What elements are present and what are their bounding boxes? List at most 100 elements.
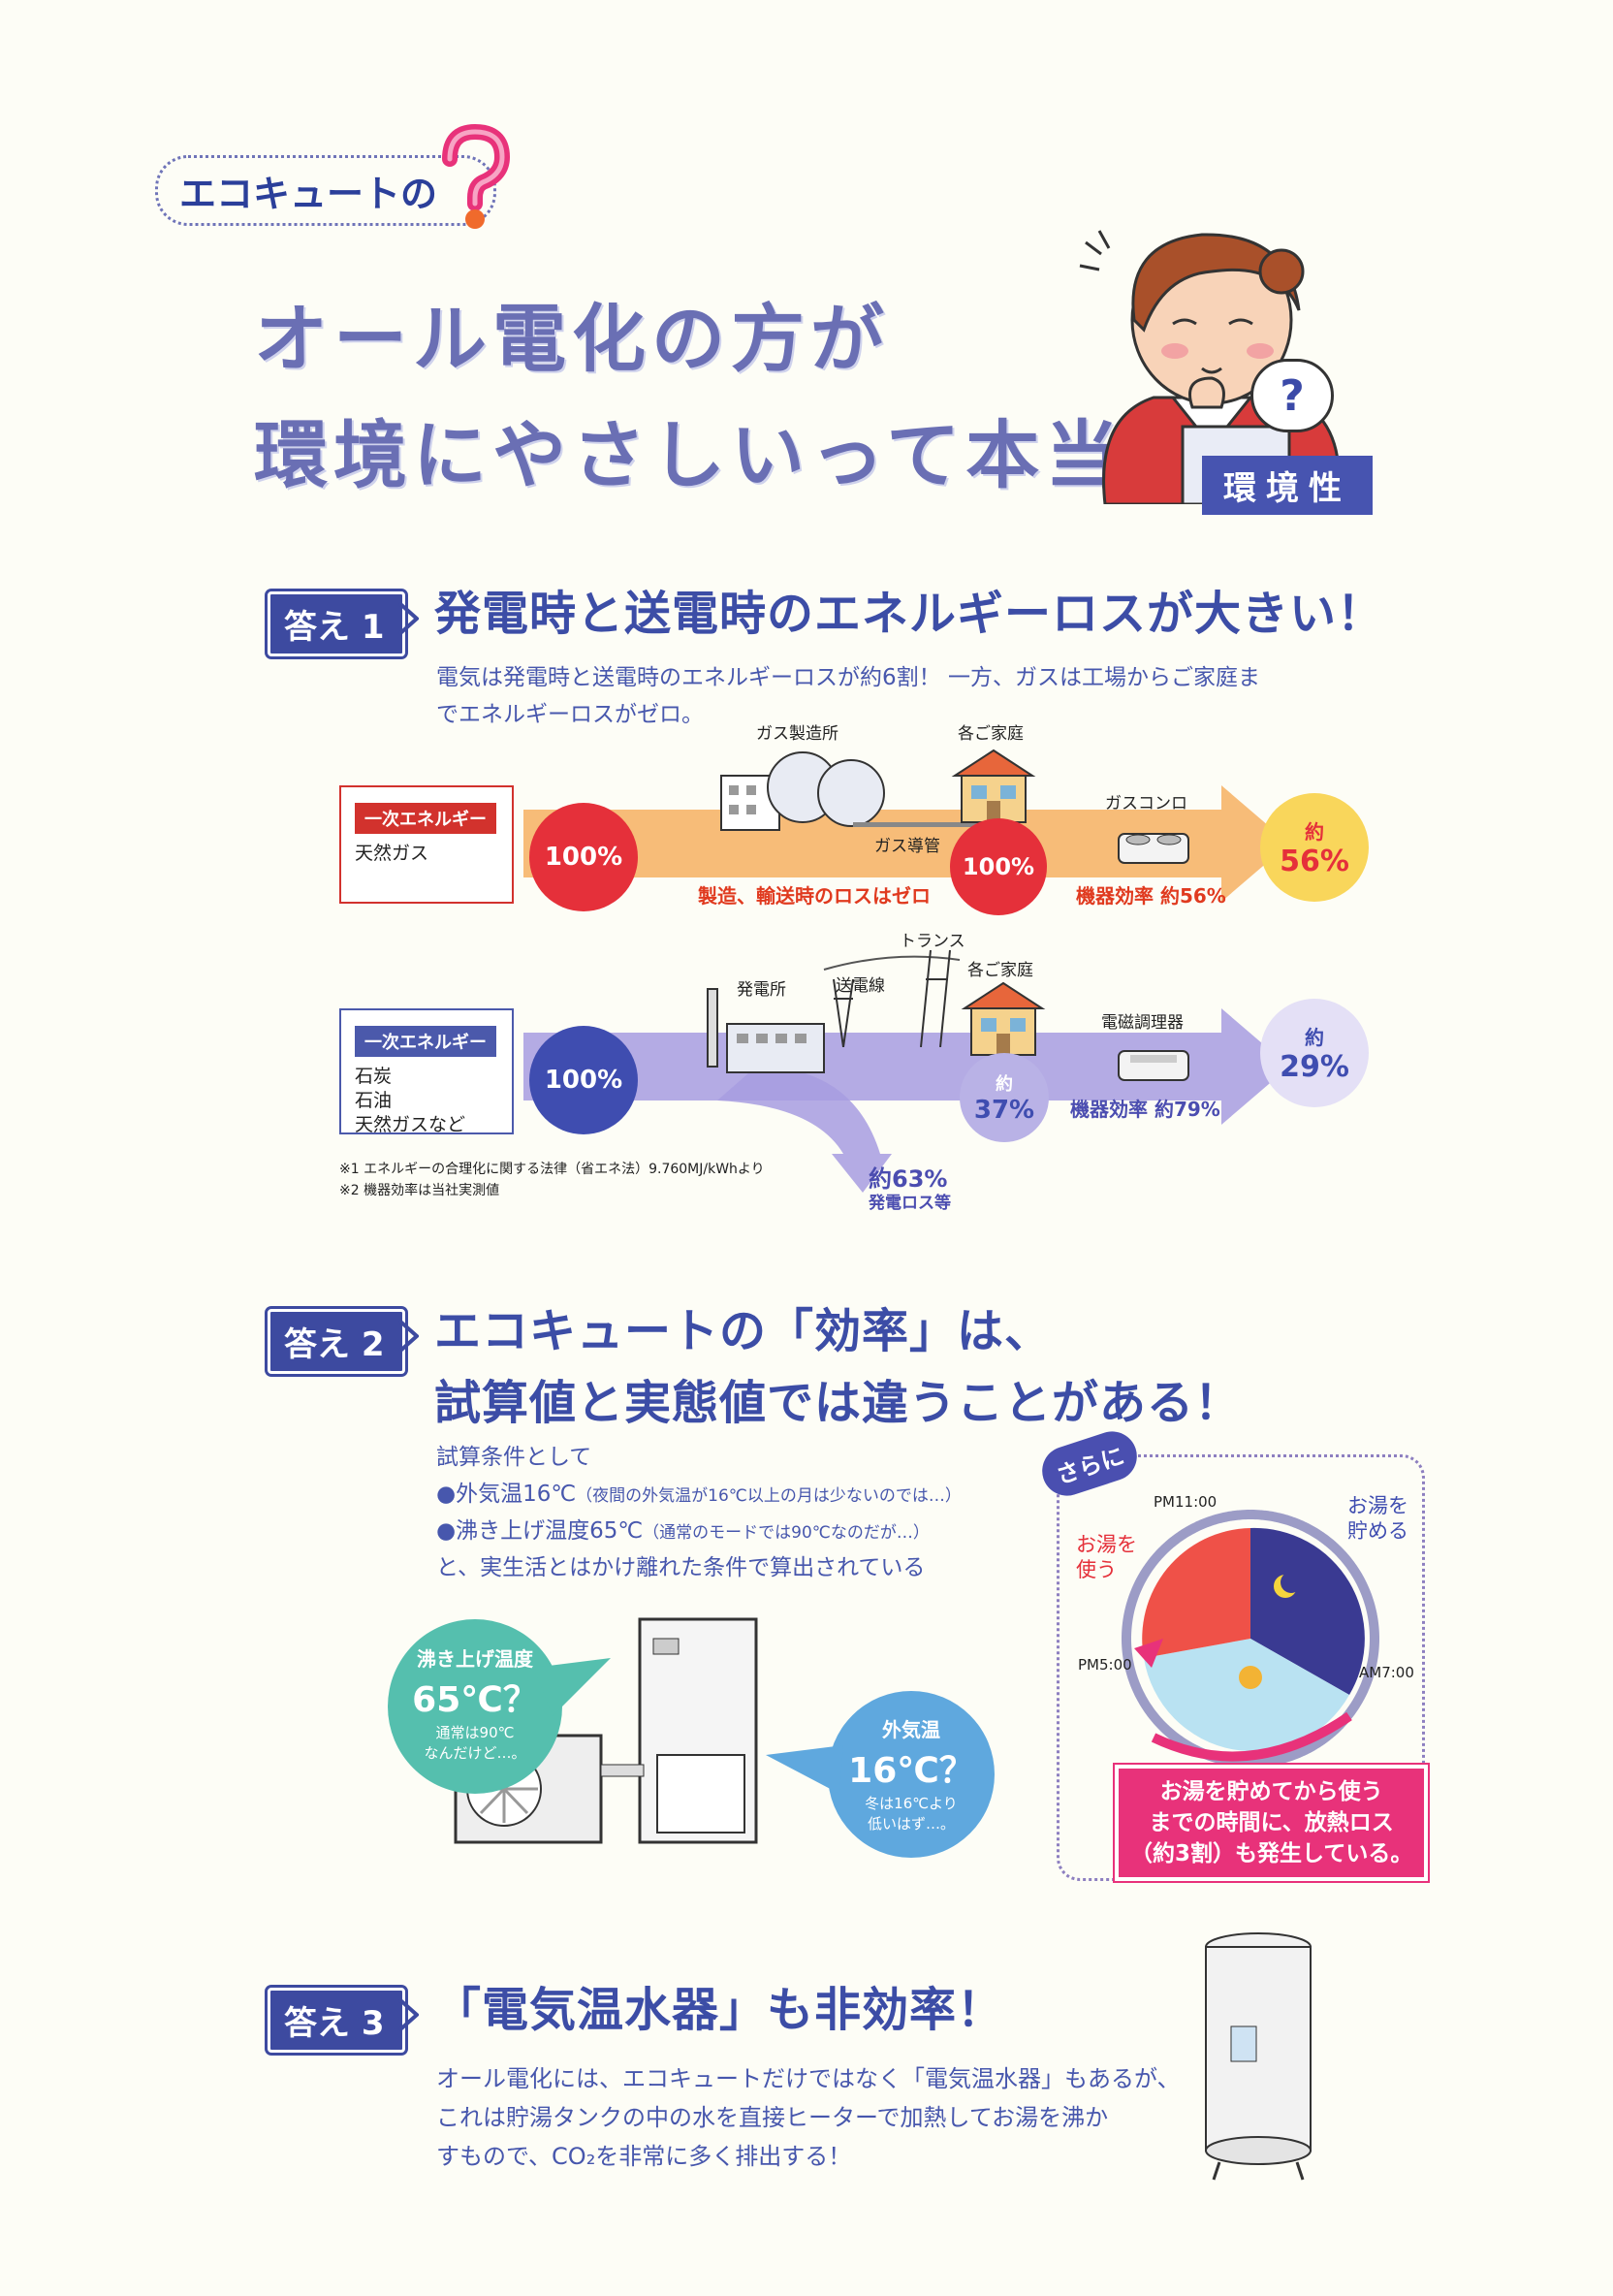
gas-start-pct: 100% (544, 843, 623, 872)
heat-pump-illustration (454, 1617, 758, 1844)
electric-energy-label: 一次エネルギー (355, 1026, 496, 1057)
electric-source-coal: 石炭 (355, 1066, 393, 1087)
electric-efficiency-note: 機器効率 約79% (1070, 1098, 1220, 1121)
outdoor-temp-note2: 低いはず…。 (867, 1815, 955, 1833)
gas-home-circle: 100% (950, 818, 1047, 915)
electric-result-circle: 約 29% (1260, 999, 1369, 1107)
page-title-line2: 環境にやさしいって本当？ (254, 412, 1205, 498)
gas-start-circle: 100% (529, 803, 638, 911)
gas-energy-box: 一次エネルギー 天然ガス (339, 785, 514, 904)
clock-pm5: PM5:00 (1078, 1656, 1132, 1674)
conditions-summary: と、実生活とはかけ離れた条件で算出されている (436, 1555, 926, 1580)
footnote-1: ※1 エネルギーの合理化に関する法律（省エネ法）9.760MJ/kWhより (339, 1162, 765, 1177)
heat-loss-note: お湯を貯めてから使う までの時間に、放熱ロス （約3割）も発生している。 (1115, 1765, 1429, 1881)
answer1-body-line1: 電気は発電時と送電時のエネルギーロスが約6割！ 一方、ガスは工場からご家庭ま (436, 665, 1260, 690)
gas-loss-note: 製造、輸送時のロスはゼロ (698, 884, 931, 908)
footnote-2: ※2 機器効率は当社実測値 (339, 1183, 500, 1198)
heat-loss-note-line3: （約3割）も発生している。 (1130, 1841, 1413, 1866)
clock-am7: AM7:00 (1359, 1664, 1414, 1681)
electric-home-circle: 約 37% (960, 1053, 1049, 1142)
gas-home-pct: 100% (962, 853, 1035, 880)
power-line-label: 送電線 (836, 976, 885, 996)
badge-text: エコキュートの (179, 173, 438, 215)
answer3-tag: 答え 3 (268, 1988, 405, 2053)
clock-store-label: お湯を 貯める (1347, 1493, 1408, 1544)
transmission-tower-illustration (823, 949, 961, 1047)
question-mark-icon (442, 124, 511, 229)
electric-loss-pct: 約63% (869, 1165, 948, 1193)
conditions-title: 試算条件として (436, 1445, 592, 1470)
clock-store-line1: お湯を (1347, 1494, 1408, 1517)
condition-2-note: （通常のモードでは90℃なのだが…） (643, 1523, 930, 1543)
induction-cooker-icon (1118, 1050, 1189, 1081)
gas-result-circle: 約 56% (1260, 793, 1369, 902)
chevron-right-icon (397, 601, 419, 636)
electric-result-prefix: 約 (1305, 1026, 1324, 1049)
condition-1-note: （夜間の外気温が16℃以上の月は少ないのでは…） (576, 1486, 962, 1506)
clock-store-line2: 貯める (1347, 1519, 1408, 1543)
boiling-temp-title: 沸き上げ温度 (417, 1647, 533, 1671)
electric-result-value: 29% (1280, 1050, 1349, 1084)
heat-loss-note-line1: お湯を貯めてから使う (1159, 1779, 1383, 1804)
gas-result-prefix: 約 (1305, 820, 1324, 844)
answer3-body-line1: オール電化には、エコキュートだけではなく「電気温水器」もあるが、 (436, 2065, 1181, 2092)
electric-energy-box: 一次エネルギー 石炭 石油 天然ガスなど (339, 1008, 514, 1135)
answer2-heading-line2: 試算値と実態値では違うことがある！ (434, 1376, 1243, 1430)
electric-water-heater-illustration (1205, 1932, 1312, 2181)
electric-source-oil: 石油 (355, 1090, 393, 1111)
chevron-right-icon (397, 1319, 419, 1354)
gas-plant-illustration (720, 751, 885, 831)
electric-source-gas: 天然ガスなど (355, 1114, 466, 1135)
category-tag: 環境性 (1202, 456, 1373, 515)
answer2-tag: 答え 2 (268, 1309, 405, 1374)
clock-pm11: PM11:00 (1154, 1493, 1218, 1511)
clock-use-line1: お湯を (1076, 1533, 1137, 1556)
outdoor-temp-title: 外気温 (882, 1718, 940, 1741)
clock-use-label: お湯を 使う (1076, 1532, 1137, 1582)
answer1-tag: 答え 1 (268, 591, 405, 656)
boiling-temp-note1: 通常は90℃ (435, 1724, 515, 1741)
gas-plant-label: ガス製造所 (756, 724, 838, 744)
answer2-heading-line1: エコキュートの「効率」は、 (434, 1304, 1053, 1358)
speech-bubble: ? (1250, 359, 1334, 432)
chevron-right-icon (397, 1997, 419, 2032)
daily-cycle-clock (1122, 1510, 1379, 1768)
electric-home-label: 各ご家庭 (967, 961, 1033, 980)
electric-loss-label: 発電ロス等 (869, 1194, 951, 1213)
electric-start-circle: 100% (529, 1026, 638, 1134)
boiling-temp-note2: なんだけど…。 (424, 1744, 526, 1762)
gas-energy-label: 一次エネルギー (355, 803, 496, 834)
power-plant-illustration (707, 988, 825, 1073)
gas-home-label: 各ご家庭 (958, 724, 1024, 744)
gas-flow-arrow (523, 785, 1289, 902)
gas-result-value: 56% (1280, 845, 1349, 878)
clock-use-line2: 使う (1076, 1558, 1117, 1581)
outdoor-temp-value: 16℃？ (848, 1751, 974, 1791)
gas-stove-icon (1118, 833, 1189, 864)
condition-1-main: ●外気温16℃ (436, 1482, 577, 1507)
electric-home-prefix: 約 (996, 1074, 1013, 1095)
gas-home-illustration (951, 749, 1036, 823)
answer3-heading: 「電気温水器」も非効率！ (434, 1983, 1005, 2037)
condition-2-main: ●沸き上げ温度65℃ (436, 1518, 644, 1544)
electric-home-pct: 37% (973, 1096, 1035, 1125)
answer1-body-line2: でエネルギーロスがゼロ。 (436, 702, 704, 727)
gas-stove-label: ガスコンロ (1105, 794, 1187, 813)
answer1-heading: 発電時と送電時のエネルギーロスが大きい！ (434, 587, 1385, 641)
electric-home-illustration (961, 981, 1046, 1056)
category-tag-text: 環境性 (1223, 469, 1351, 508)
power-plant-label: 発電所 (737, 980, 786, 1000)
gas-efficiency-note: 機器効率 約56% (1076, 884, 1226, 908)
speech-question-mark: ? (1280, 370, 1305, 421)
answer3-body-line2: これは貯湯タンクの中の水を直接ヒーターで加熱してお湯を沸か (436, 2104, 1109, 2131)
section-badge: エコキュートの (155, 155, 497, 226)
condition-1: ●外気温16℃（夜間の外気温が16℃以上の月は少ないのでは…） (436, 1476, 962, 1515)
electric-start-pct: 100% (544, 1066, 623, 1095)
gas-pipe (853, 822, 979, 827)
transformer-label: トランス (900, 932, 965, 951)
answer3-body-line3: すもので、CO₂を非常に多く排出する！ (436, 2143, 852, 2170)
induction-cooker-label: 電磁調理器 (1101, 1013, 1184, 1033)
outdoor-temp-bubble: 外気温 16℃？ 冬は16℃より 低いはず…。 (834, 1714, 989, 1834)
heat-loss-note-line2: までの時間に、放熱ロス (1149, 1810, 1394, 1835)
gas-energy-source: 天然ガス (355, 843, 429, 864)
